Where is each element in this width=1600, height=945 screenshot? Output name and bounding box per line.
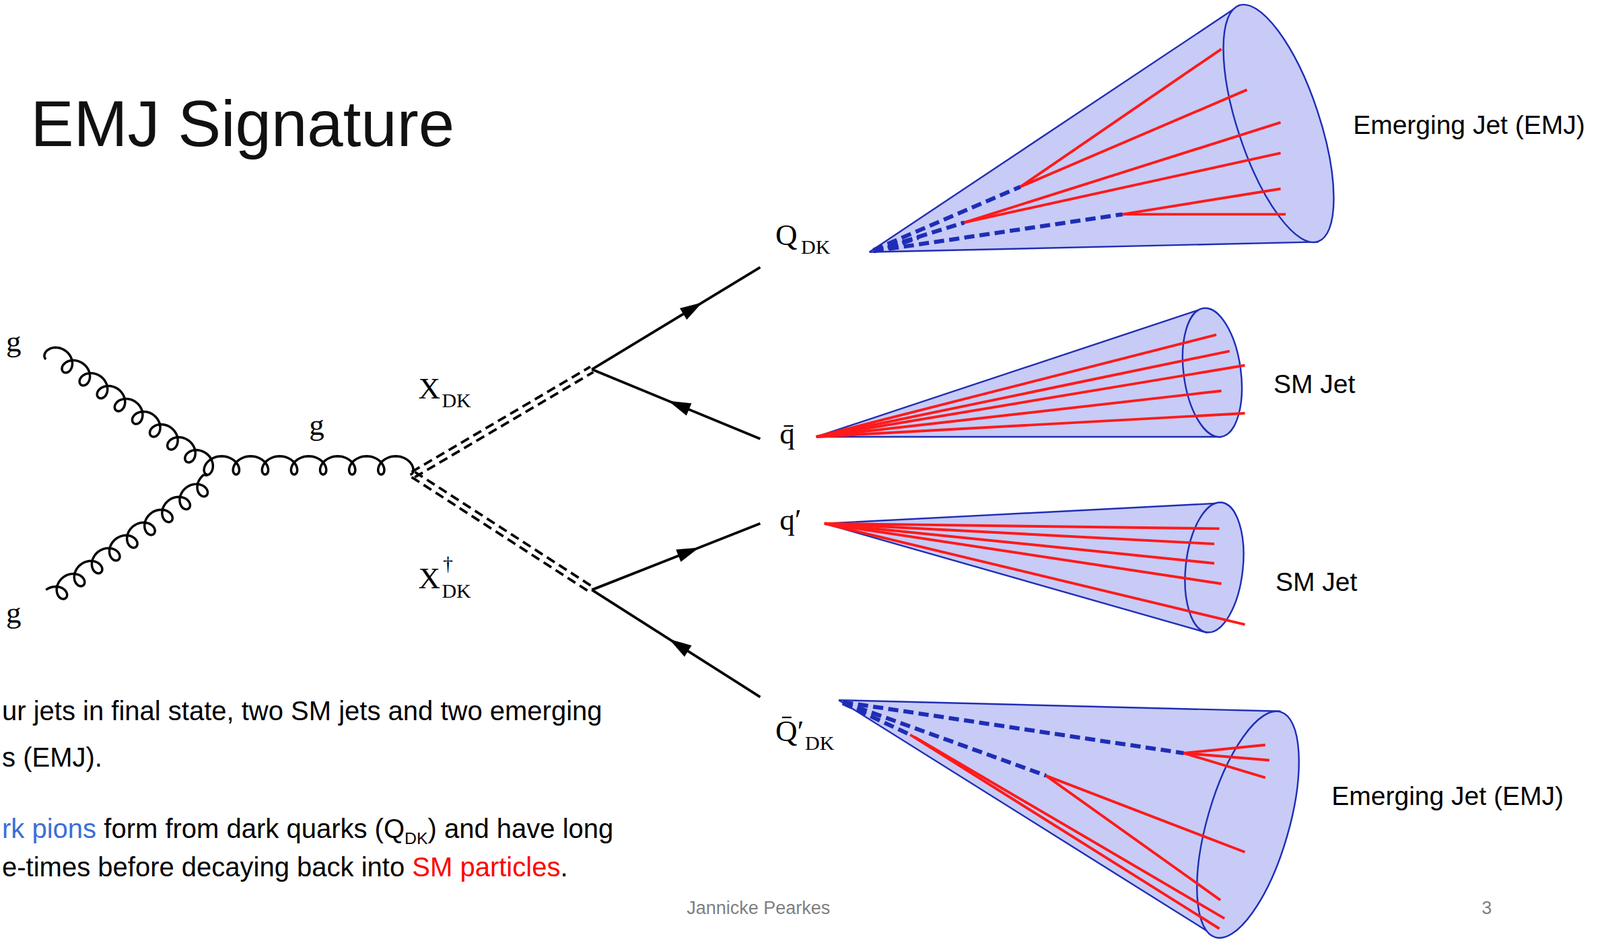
particle-subscript: DK — [441, 389, 471, 413]
body-text-line: e-times before decaying back intoSM part… — [2, 850, 568, 884]
jet-label: SM Jet — [1273, 369, 1355, 400]
body-text: SM particles — [411, 852, 561, 882]
particle-subscript: DK — [805, 731, 834, 756]
particle-label: X — [418, 561, 441, 597]
slide-number: 3 — [1481, 897, 1492, 919]
gluon-line — [45, 474, 208, 600]
particle-superscript: † — [442, 551, 454, 576]
fermion-arrowheads — [668, 302, 703, 657]
body-text: rk pions — [2, 813, 97, 844]
slide-title: EMJ Signature — [30, 91, 455, 157]
gluon-line — [44, 347, 213, 476]
jet-label: Emerging Jet (EMJ) — [1352, 110, 1586, 141]
particle-subscript: DK — [441, 579, 471, 604]
particle-label: g — [6, 324, 22, 360]
body-text: s (EMJ). — [2, 742, 103, 773]
jet-label: SM Jet — [1275, 567, 1358, 598]
particle-subscript: DK — [801, 235, 830, 260]
jet-label: Emerging Jet (EMJ) — [1331, 781, 1564, 812]
body-text-line: ur jets in final state, two SM jets and … — [2, 694, 603, 727]
subscript-text: DK — [404, 829, 428, 848]
particle-label: g — [308, 407, 325, 443]
body-text: . — [560, 852, 568, 882]
jet-cones — [816, 0, 1358, 945]
body-text: ) and have long — [428, 813, 614, 844]
mediator-lines — [411, 366, 594, 593]
particle-label: X — [418, 371, 441, 407]
body-text: ur jets in final state, two SM jets and … — [2, 696, 603, 726]
sm-particle-tracks — [816, 49, 1286, 929]
particle-label: Q — [775, 218, 798, 254]
body-text: form from dark quarks (Q — [103, 813, 405, 844]
body-text-line: s (EMJ). — [2, 741, 103, 774]
body-text: e-times before decaying back into — [2, 852, 405, 882]
body-text-line: rk pionsform from dark quarks (QDK) and … — [2, 812, 614, 849]
footer-author: Jannicke Pearkes — [686, 897, 830, 919]
gluon-line — [203, 456, 414, 475]
fermion-lines — [591, 267, 760, 697]
particle-label: Q̄′ — [775, 714, 804, 750]
particle-label: q̄ — [779, 416, 795, 452]
dark-pion-tracks — [842, 186, 1184, 776]
particle-label: g — [6, 595, 22, 631]
gluon-lines — [44, 347, 414, 600]
particle-label: q′ — [779, 502, 802, 538]
